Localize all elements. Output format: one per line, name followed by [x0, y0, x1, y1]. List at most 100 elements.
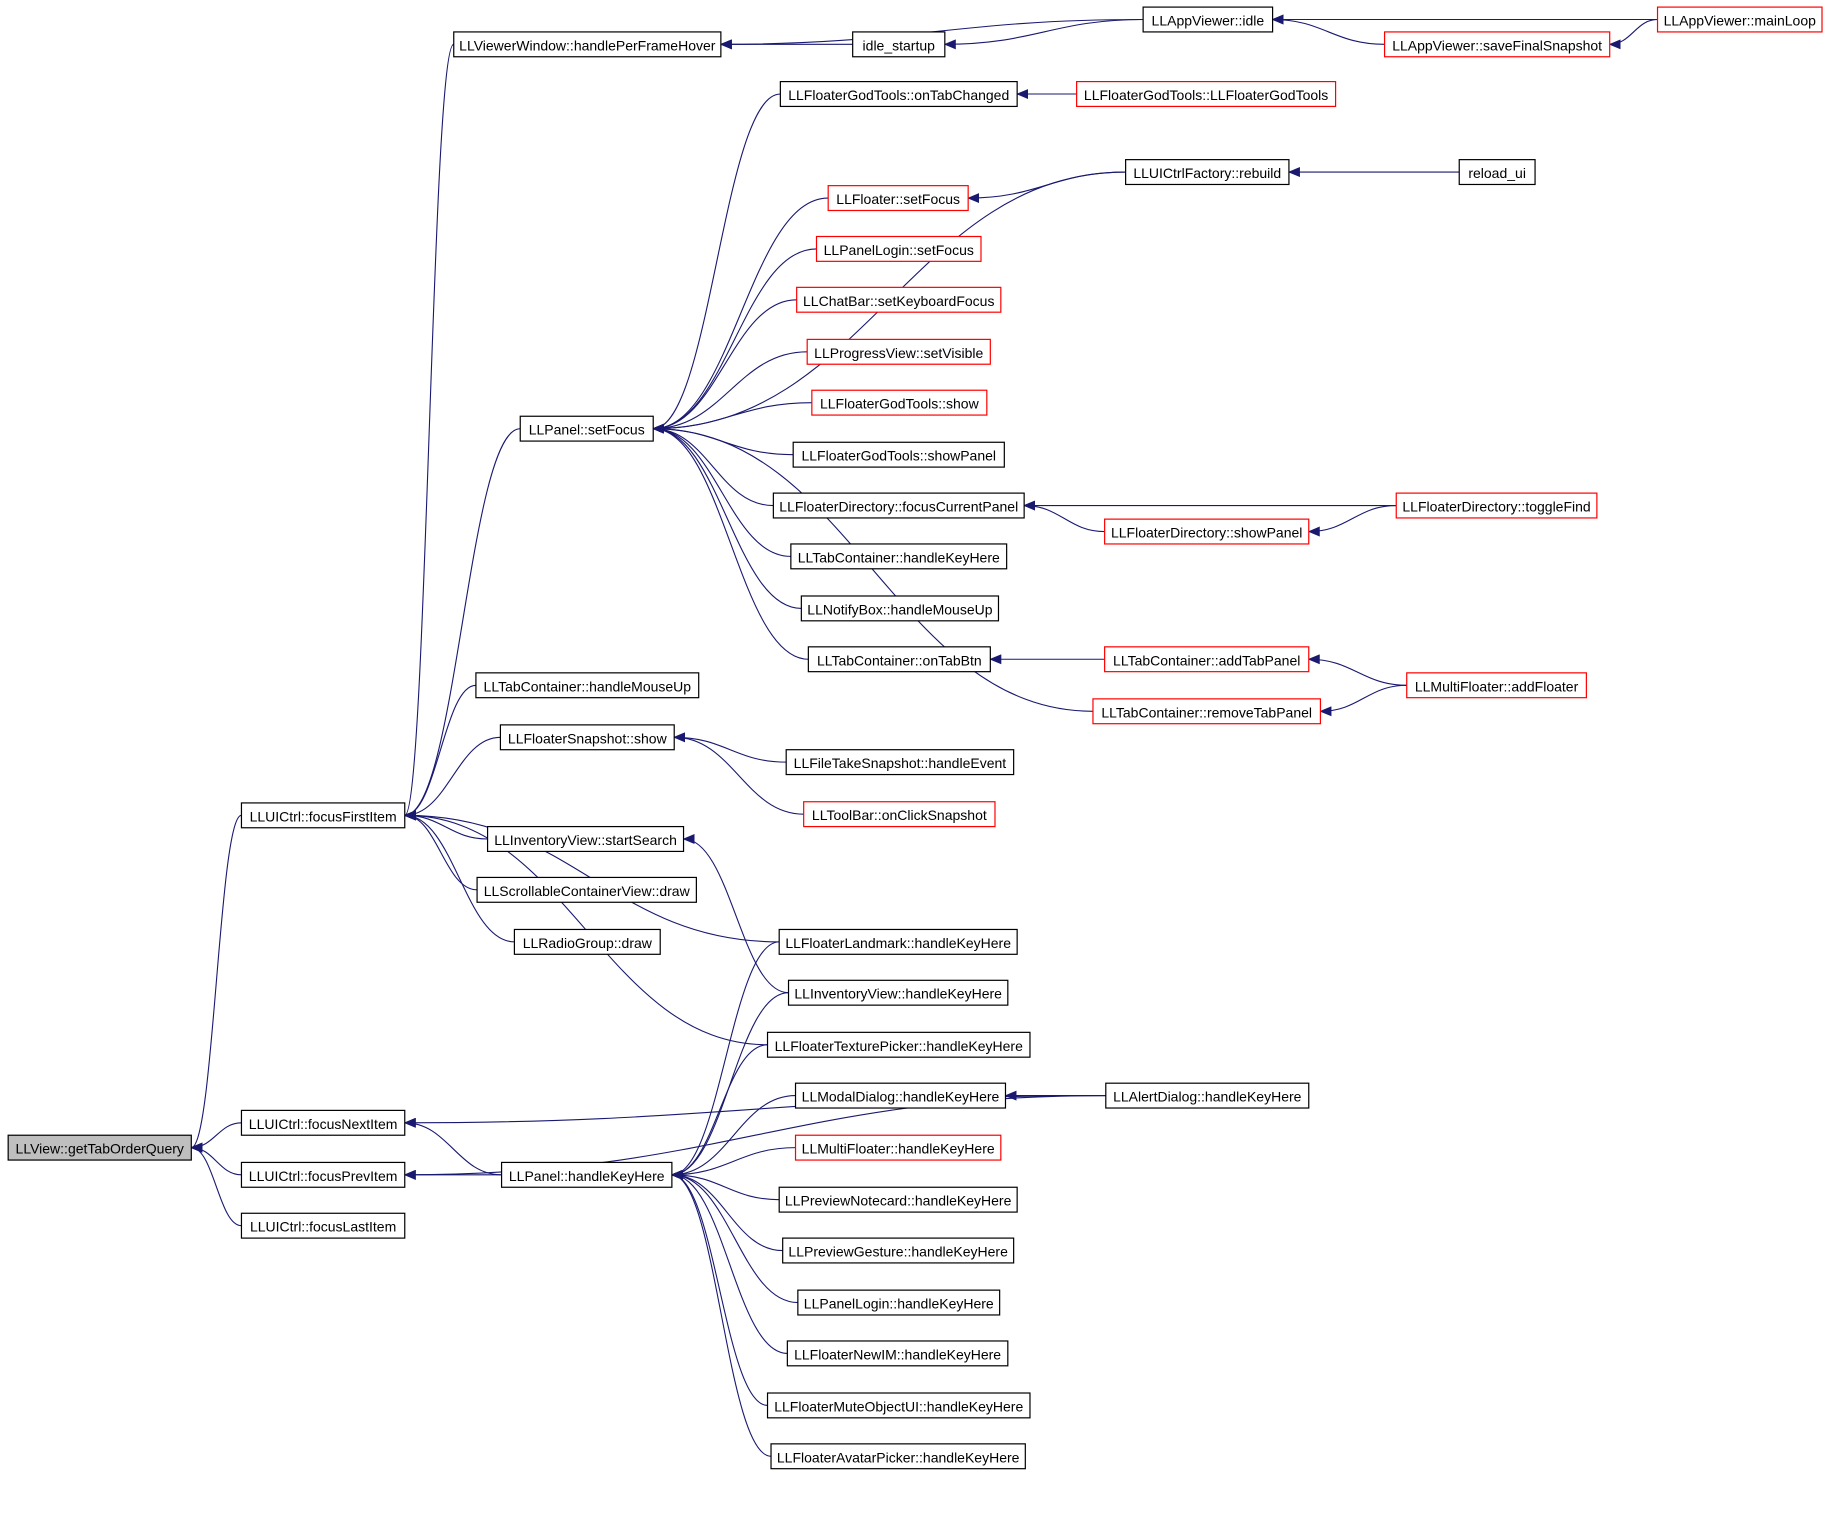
function-node-panelSetFocus[interactable]: LLPanel::setFocus: [519, 415, 654, 442]
function-node-label: LLPreviewNotecard::handleKeyHere: [785, 1193, 1012, 1209]
function-node-godShowPanel[interactable]: LLFloaterGodTools::showPanel: [792, 441, 1005, 468]
function-node-box: [797, 1289, 1001, 1316]
function-node-label: LLPanel::handleKeyHere: [509, 1168, 665, 1184]
call-edge-multiAddFloater-to-tcRemoveTabPanel: [1319, 684, 1407, 717]
function-node-alertKey[interactable]: LLAlertDialog::handleKeyHere: [1105, 1082, 1310, 1109]
function-node-box: [772, 492, 1025, 519]
function-node-godOnTabChanged[interactable]: LLFloaterGodTools::onTabChanged: [779, 80, 1018, 108]
function-node-label: LLPanelLogin::handleKeyHere: [804, 1296, 994, 1312]
function-node-chatSetKbFocus[interactable]: LLChatBar::setKeyboardFocus: [796, 286, 1002, 313]
function-node-focusFirstItem[interactable]: LLUICtrl::focusFirstItem: [240, 802, 406, 829]
call-edge-panelHandleKeyHere-to-focusNextItem: [403, 1117, 502, 1176]
function-node-box: [1458, 159, 1536, 186]
function-node-label: LLUICtrl::focusFirstItem: [250, 808, 397, 824]
call-edge-modalKey-to-panelHandleKeyHere: [670, 1095, 796, 1180]
function-node-floaterSetFocus[interactable]: LLFloater::setFocus: [827, 185, 969, 212]
function-node-box: [486, 825, 685, 853]
function-node-progressSetVisible[interactable]: LLProgressView::setVisible: [806, 338, 991, 365]
function-node-modalKey[interactable]: LLModalDialog::handleKeyHere: [794, 1082, 1007, 1109]
call-edge-inventoryKey-to-invStartSearch: [682, 834, 789, 994]
function-node-focusNextItem[interactable]: LLUICtrl::focusNextItem: [240, 1109, 406, 1136]
function-node-muteObjKey[interactable]: LLFloaterMuteObjectUI::handleKeyHere: [766, 1392, 1031, 1419]
call-edge-progressSetVisible-to-panelSetFocus: [652, 351, 808, 434]
function-node-label: LLTabContainer::removeTabPanel: [1101, 704, 1312, 720]
function-node-box: [787, 979, 1009, 1006]
function-node-tcAddTabPanel[interactable]: LLTabContainer::addTabPanel: [1104, 646, 1310, 673]
call-edge-tcOnTabBtn-to-panelSetFocus: [652, 423, 809, 660]
function-node-handlePerFrameHover[interactable]: LLViewerWindow::handlePerFrameHover: [453, 31, 722, 58]
function-node-dirToggleFind[interactable]: LLFloaterDirectory::toggleFind: [1395, 492, 1598, 519]
function-node-scrollDraw[interactable]: LLScrollableContainerView::draw: [476, 876, 697, 903]
function-node-godCtor[interactable]: LLFloaterGodTools::LLFloaterGodTools: [1076, 80, 1337, 108]
function-node-inventoryKey[interactable]: LLInventoryView::handleKeyHere: [787, 979, 1009, 1006]
call-edge-newImKey-to-panelHandleKeyHere: [670, 1169, 788, 1354]
function-node-label: LLAppViewer::saveFinalSnapshot: [1392, 37, 1602, 53]
function-node-toolbarSnapshot[interactable]: LLToolBar::onClickSnapshot: [803, 801, 996, 828]
function-node-loginSetFocus[interactable]: LLPanelLogin::setFocus: [815, 235, 982, 262]
function-node-focusPrevItem[interactable]: LLUICtrl::focusPrevItem: [240, 1161, 406, 1188]
function-node-label: LLScrollableContainerView::draw: [484, 883, 691, 899]
function-node-godShow[interactable]: LLFloaterGodTools::show: [811, 389, 988, 416]
function-node-saveFinalSnapshot[interactable]: LLAppViewer::saveFinalSnapshot: [1383, 31, 1611, 58]
call-edge-scrollDraw-to-focusFirstItem: [403, 810, 478, 891]
function-node-radioDraw[interactable]: LLRadioGroup::draw: [513, 928, 661, 955]
function-node-getTabOrderQuery[interactable]: LLView::getTabOrderQuery: [7, 1134, 192, 1161]
function-node-box: [794, 1082, 1007, 1109]
call-edge-dirToggleFind-to-dirShowPanel: [1307, 504, 1397, 537]
call-edge-loginSetFocus-to-panelSetFocus: [652, 248, 817, 434]
function-node-dirShowPanel[interactable]: LLFloaterDirectory::showPanel: [1104, 518, 1310, 545]
function-node-invStartSearch[interactable]: LLInventoryView::startSearch: [486, 825, 685, 853]
function-node-avatarPickerKey[interactable]: LLFloaterAvatarPicker::handleKeyHere: [770, 1443, 1026, 1470]
function-node-box: [811, 389, 988, 416]
function-node-label: LLFloaterLandmark::handleKeyHere: [785, 935, 1011, 951]
call-edge-gestureKey-to-panelHandleKeyHere: [670, 1169, 783, 1252]
function-node-reloadUi[interactable]: reload_ui: [1458, 159, 1536, 186]
function-node-newImKey[interactable]: LLFloaterNewIM::handleKeyHere: [786, 1340, 1009, 1367]
function-node-fileTakeSnapshot[interactable]: LLFileTakeSnapshot::handleEvent: [785, 749, 1015, 776]
function-node-tcHandleKeyHere[interactable]: LLTabContainer::handleKeyHere: [790, 543, 1008, 570]
call-edge-panelSetFocus-to-focusFirstItem: [403, 428, 521, 821]
function-node-focusLastItem[interactable]: LLUICtrl::focusLastItem: [240, 1212, 406, 1239]
function-node-box: [1383, 31, 1611, 58]
function-node-box: [766, 1392, 1031, 1419]
function-node-tcHandleMouseUp[interactable]: LLTabContainer::handleMouseUp: [475, 672, 700, 699]
function-node-label: LLFloaterDirectory::toggleFind: [1402, 499, 1590, 515]
function-node-box: [7, 1134, 192, 1161]
function-node-gestureKey[interactable]: LLPreviewGesture::handleKeyHere: [782, 1237, 1015, 1264]
function-node-snapShow[interactable]: LLFloaterSnapshot::show: [499, 724, 675, 751]
function-node-tcOnTabBtn[interactable]: LLTabContainer::onTabBtn: [807, 646, 991, 673]
function-node-texturePickerKey[interactable]: LLFloaterTexturePicker::handleKeyHere: [766, 1031, 1031, 1058]
function-node-box: [519, 415, 654, 442]
call-edge-notifyMouseUp-to-panelSetFocus: [652, 423, 802, 609]
function-node-loginKey[interactable]: LLPanelLogin::handleKeyHere: [797, 1289, 1001, 1316]
function-node-idleStartup[interactable]: idle_startup: [852, 31, 946, 58]
function-node-label: LLTabContainer::addTabPanel: [1113, 652, 1300, 668]
call-edge-factoryRebuild-to-floaterSetFocus: [967, 171, 1126, 204]
call-edge-floaterSetFocus-to-panelSetFocus: [652, 197, 829, 434]
function-node-label: LLInventoryView::handleKeyHere: [794, 986, 1002, 1002]
function-node-box: [499, 724, 675, 751]
function-node-factoryRebuild[interactable]: LLUICtrlFactory::rebuild: [1125, 159, 1290, 186]
call-edge-chatSetKbFocus-to-panelSetFocus: [652, 299, 797, 434]
function-node-tcRemoveTabPanel[interactable]: LLTabContainer::removeTabPanel: [1092, 698, 1322, 725]
call-edge-avatarPickerKey-to-panelHandleKeyHere: [670, 1169, 772, 1457]
function-node-label: LLMultiFloater::addFloater: [1415, 678, 1579, 694]
function-node-label: LLUICtrl::focusLastItem: [250, 1219, 396, 1235]
function-node-panelHandleKeyHere[interactable]: LLPanel::handleKeyHere: [500, 1161, 673, 1188]
function-node-label: LLFloaterGodTools::show: [820, 396, 980, 412]
function-node-landmarkKey[interactable]: LLFloaterLandmark::handleKeyHere: [778, 928, 1018, 955]
function-node-multiAddFloater[interactable]: LLMultiFloater::addFloater: [1406, 672, 1587, 699]
call-edge-tcHandleKeyHere-to-panelSetFocus: [652, 423, 791, 557]
call-edge-toolbarSnapshot-to-snapShow: [673, 732, 804, 815]
function-node-label: idle_startup: [863, 37, 936, 53]
function-node-mainLoop[interactable]: LLAppViewer::mainLoop: [1656, 6, 1823, 33]
function-node-box: [1656, 6, 1823, 33]
function-node-box: [766, 1031, 1031, 1058]
function-node-label: LLPanel::setFocus: [529, 422, 645, 438]
function-node-dirFocusCurrent[interactable]: LLFloaterDirectory::focusCurrentPanel: [772, 492, 1025, 519]
function-node-appIdle[interactable]: LLAppViewer::idle: [1142, 6, 1274, 33]
function-node-multiFloaterKey[interactable]: LLMultiFloater::handleKeyHere: [794, 1134, 1002, 1161]
function-node-notecardKey[interactable]: LLPreviewNotecard::handleKeyHere: [778, 1186, 1018, 1213]
function-node-label: LLFloaterTexturePicker::handleKeyHere: [775, 1038, 1023, 1054]
function-node-notifyMouseUp[interactable]: LLNotifyBox::handleMouseUp: [800, 595, 1000, 622]
